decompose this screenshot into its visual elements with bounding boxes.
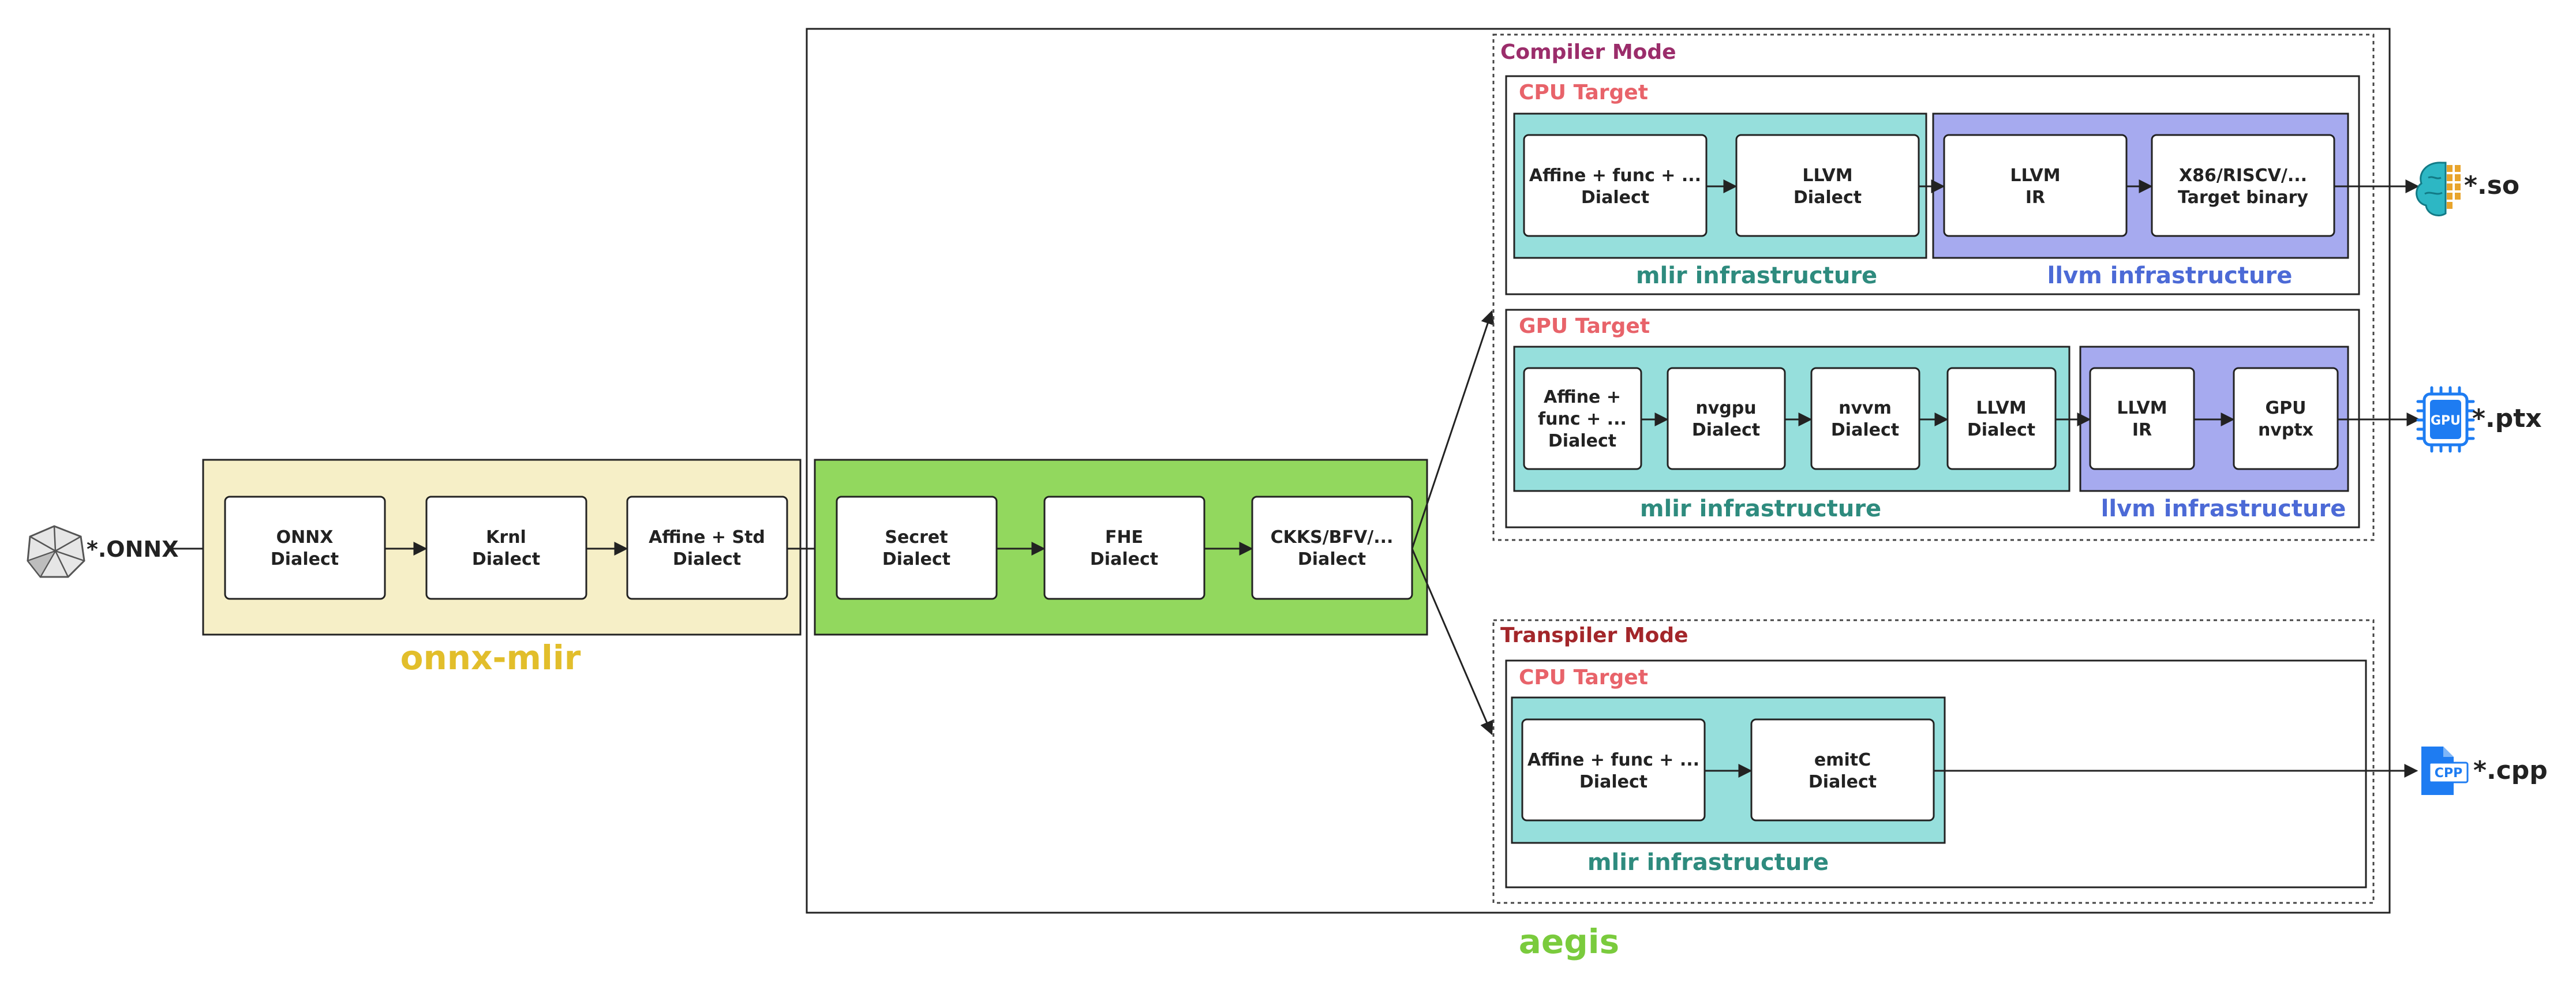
svg-text:Dialect: Dialect bbox=[1692, 420, 1760, 440]
compiler-mode-label: Compiler Mode bbox=[1500, 40, 1676, 64]
svg-text:Dialect: Dialect bbox=[1579, 772, 1648, 792]
mlir-infrastructure-label: mlir infrastructure bbox=[1640, 496, 1881, 522]
svg-text:nvgpu: nvgpu bbox=[1695, 398, 1756, 418]
svg-text:Dialect: Dialect bbox=[1967, 420, 2035, 440]
svg-text:LLVM: LLVM bbox=[2010, 166, 2060, 186]
svg-text:IR: IR bbox=[2132, 420, 2152, 440]
llvm-ir-node: LLVM IR bbox=[1943, 134, 2128, 237]
svg-text:Dialect: Dialect bbox=[1794, 187, 1862, 208]
transpiler-cpu-target-label: CPU Target bbox=[1519, 666, 1648, 689]
svg-text:Affine + func + ...: Affine + func + ... bbox=[1529, 166, 1701, 186]
svg-text:nvvm: nvvm bbox=[1839, 398, 1892, 418]
mlir-infrastructure-label: mlir infrastructure bbox=[1636, 262, 1877, 289]
aegis-label: aegis bbox=[1519, 922, 1619, 961]
secret-dialect-node: Secret Dialect bbox=[836, 496, 998, 600]
cpp-file-icon: CPP bbox=[2421, 747, 2469, 795]
compiler-gpu-target-label: GPU Target bbox=[1519, 314, 1650, 338]
fhe-dialect-node: FHE Dialect bbox=[1043, 496, 1205, 600]
svg-text:Affine +: Affine + bbox=[1544, 387, 1621, 407]
gpu-chip-icon: GPU bbox=[2416, 386, 2475, 453]
svg-text:Dialect: Dialect bbox=[1090, 549, 1158, 569]
svg-text:Krnl: Krnl bbox=[486, 527, 526, 548]
brain-binary-icon bbox=[2416, 162, 2461, 216]
affine-std-dialect-node: Affine + Std Dialect bbox=[626, 496, 788, 600]
onnx-mlir-label: onnx-mlir bbox=[400, 638, 581, 677]
gpu-nvptx-node: GPU nvptx bbox=[2233, 367, 2339, 470]
input-label: *.ONNX bbox=[87, 537, 179, 562]
transpiler-cpu-target-container bbox=[1505, 659, 2367, 888]
svg-text:Dialect: Dialect bbox=[1581, 187, 1649, 208]
transpiler-mode-arrow bbox=[1411, 548, 1493, 736]
aegis-container bbox=[806, 28, 2391, 914]
llvm-infrastructure-label: llvm infrastructure bbox=[2047, 262, 2293, 289]
so-output-label: *.so bbox=[2464, 171, 2519, 200]
llvm-dialect-node: LLVM Dialect bbox=[1946, 367, 2057, 470]
svg-text:GPU: GPU bbox=[2431, 414, 2461, 428]
target-binary-node: X86/RISCV/... Target binary bbox=[2151, 134, 2335, 237]
mlir-infrastructure-label: mlir infrastructure bbox=[1587, 849, 1829, 876]
nvvm-dialect-node: nvvm Dialect bbox=[1810, 367, 1920, 470]
compiler-mode-arrow bbox=[1411, 310, 1495, 549]
svg-text:Target binary: Target binary bbox=[2178, 187, 2308, 208]
svg-text:CKKS/BFV/...: CKKS/BFV/... bbox=[1271, 527, 1394, 548]
svg-text:emitC: emitC bbox=[1814, 750, 1871, 770]
svg-text:LLVM: LLVM bbox=[1976, 398, 2026, 418]
emitc-dialect-node: emitC Dialect bbox=[1750, 718, 1935, 822]
svg-text:IR: IR bbox=[2025, 187, 2045, 208]
svg-text:CPP: CPP bbox=[2435, 766, 2462, 781]
affine-func-dialect-node: Affine + func + ... Dialect bbox=[1523, 367, 1642, 470]
llvm-dialect-node: LLVM Dialect bbox=[1735, 134, 1920, 237]
ckks-bfv-dialect-node: CKKS/BFV/... Dialect bbox=[1251, 496, 1413, 600]
krnl-dialect-node: Krnl Dialect bbox=[425, 496, 587, 600]
svg-text:nvptx: nvptx bbox=[2258, 420, 2313, 440]
svg-text:Affine + Std: Affine + Std bbox=[649, 527, 765, 548]
nvgpu-dialect-node: nvgpu Dialect bbox=[1667, 367, 1786, 470]
compiler-cpu-target-container bbox=[1505, 75, 2360, 295]
svg-text:Dialect: Dialect bbox=[1548, 431, 1616, 451]
svg-text:Affine + func + ...: Affine + func + ... bbox=[1527, 750, 1699, 770]
affine-func-dialect-node: Affine + func + ... Dialect bbox=[1523, 134, 1708, 237]
transpiler-mode-label: Transpiler Mode bbox=[1500, 624, 1688, 647]
onnx-dialect-node: ONNX Dialect bbox=[224, 496, 386, 600]
svg-text:Dialect: Dialect bbox=[1831, 420, 1899, 440]
onnx-model-icon bbox=[27, 525, 85, 578]
cpp-output-label: *.cpp bbox=[2473, 756, 2548, 785]
svg-text:Secret: Secret bbox=[885, 527, 948, 548]
ptx-output-label: *.ptx bbox=[2472, 404, 2542, 433]
transpiler-mode-container bbox=[1492, 619, 2375, 904]
affine-func-dialect-node: Affine + func + ... Dialect bbox=[1521, 718, 1706, 822]
svg-text:Dialect: Dialect bbox=[1298, 549, 1366, 569]
svg-text:GPU: GPU bbox=[2266, 398, 2307, 418]
svg-text:Dialect: Dialect bbox=[472, 549, 540, 569]
llvm-ir-node: LLVM IR bbox=[2089, 367, 2195, 470]
svg-text:Dialect: Dialect bbox=[271, 549, 339, 569]
svg-text:Dialect: Dialect bbox=[673, 549, 741, 569]
svg-text:Dialect: Dialect bbox=[882, 549, 950, 569]
svg-text:ONNX: ONNX bbox=[276, 527, 334, 548]
svg-text:Dialect: Dialect bbox=[1809, 772, 1877, 792]
compiler-cpu-target-label: CPU Target bbox=[1519, 81, 1648, 104]
svg-text:LLVM: LLVM bbox=[1802, 166, 1852, 186]
svg-text:func + ...: func + ... bbox=[1538, 409, 1627, 429]
svg-text:LLVM: LLVM bbox=[2117, 398, 2167, 418]
svg-text:FHE: FHE bbox=[1105, 527, 1143, 548]
llvm-infrastructure-label: llvm infrastructure bbox=[2101, 496, 2346, 522]
svg-text:X86/RISCV/...: X86/RISCV/... bbox=[2179, 166, 2307, 186]
